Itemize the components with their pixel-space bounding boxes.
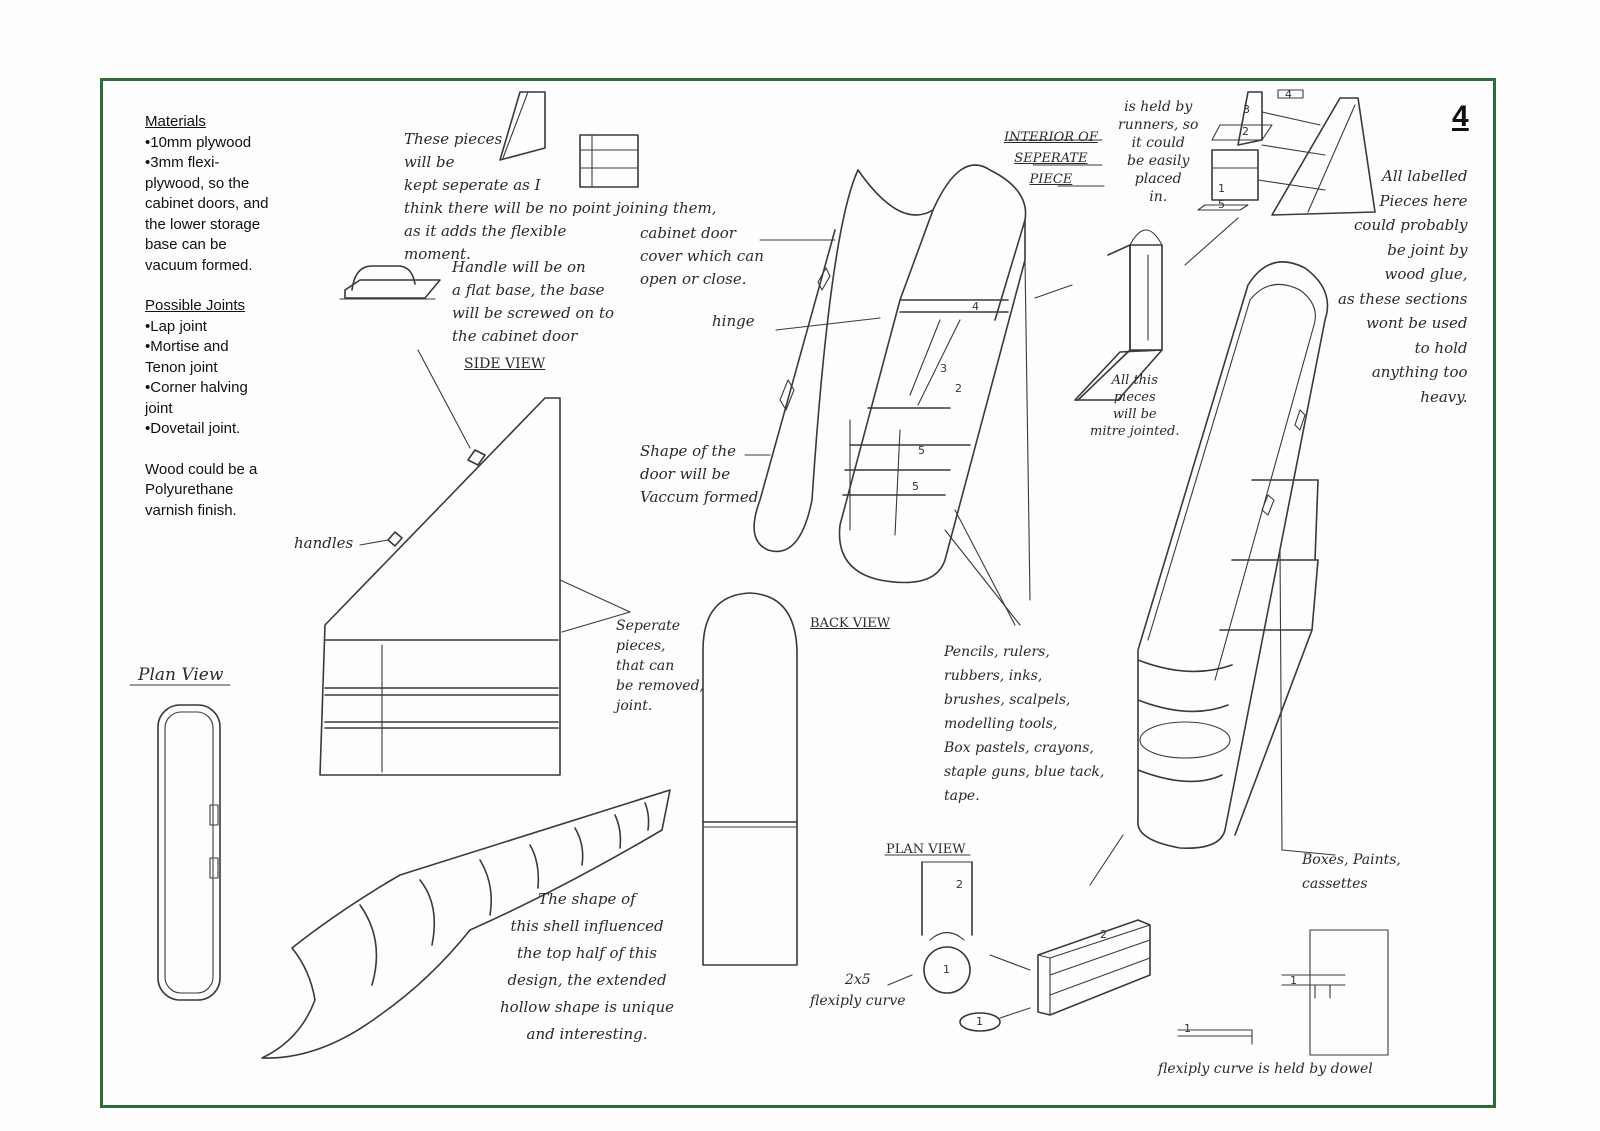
- note-dowel: flexiply curve is held by dowel: [1158, 1061, 1373, 1077]
- storage-base-sketch: 1 2: [959, 919, 1151, 1032]
- finish-note: Wood could be a Polyurethane varnish fin…: [145, 460, 258, 519]
- svg-text:3: 3: [1243, 103, 1250, 116]
- note-cabinet-door: cabinet door cover which can open or clo…: [640, 224, 764, 288]
- svg-text:5: 5: [1218, 198, 1225, 211]
- joint-item: •Mortise and Tenon joint: [145, 338, 229, 376]
- note-labelled-pieces: All labelled Pieces here could probably …: [1338, 167, 1468, 406]
- plan-view-small-sketch: 2 1: [884, 854, 973, 994]
- svg-text:1: 1: [1290, 974, 1297, 987]
- wedge-piece-sketch: [499, 91, 546, 161]
- note-door-shape: Shape of the door will be Vaccum formed: [640, 442, 759, 506]
- svg-text:4: 4: [1285, 88, 1292, 101]
- note-flexiply-curve: 2x5 flexiply curve: [810, 972, 906, 1009]
- joints-heading: Possible Joints: [145, 297, 246, 314]
- svg-text:2: 2: [956, 878, 963, 891]
- label-plan-view-small: PLAN VIEW: [886, 842, 966, 857]
- svg-text:4: 4: [972, 300, 979, 313]
- handle-sketch: [339, 265, 441, 300]
- plan-view-left-sketch: [129, 684, 231, 1001]
- materials-block: Materials •10mm plywood •3mm flexi-plywo…: [145, 112, 270, 521]
- joint-item: •Dovetail joint.: [145, 420, 241, 437]
- shelf-box-sketch: [579, 134, 639, 188]
- note-runners: is held by runners, so it could be easil…: [1118, 99, 1199, 205]
- svg-text:1: 1: [1184, 1022, 1191, 1035]
- svg-text:1: 1: [1218, 182, 1225, 195]
- interior-pieces-sketch: 3 4 2 1 5: [1007, 88, 1376, 266]
- note-shell: The shape of this shell influenced the t…: [500, 890, 674, 1043]
- materials-item: •10mm plywood: [145, 133, 252, 151]
- note-mitre: All this pieces will be mitre jointed.: [1090, 373, 1180, 439]
- svg-text:2: 2: [1100, 928, 1107, 941]
- cabinet-closed-sketch: [1089, 261, 1336, 886]
- mitre-piece-sketch: [1074, 229, 1163, 401]
- cabinet-open-sketch: 4 3 2 5 5: [744, 164, 1073, 626]
- joint-item: •Corner halving joint: [145, 379, 248, 417]
- side-view-sketch: [319, 349, 631, 776]
- materials-item: •3mm flexi-plywood, so the cabinet doors…: [145, 154, 269, 274]
- joint-item: •Lap joint: [145, 317, 207, 335]
- materials-heading: Materials: [145, 113, 206, 130]
- svg-text:1: 1: [943, 963, 950, 976]
- svg-text:2: 2: [955, 382, 962, 395]
- note-separate-pieces: These pieces will be kept seperate as I …: [404, 130, 717, 263]
- note-stationery: Pencils, rulers, rubbers, inks, brushes,…: [944, 644, 1105, 804]
- shell-image: [261, 789, 671, 1059]
- dowel-joint-sketch: 1 1: [1177, 929, 1389, 1056]
- note-handles: handles: [294, 534, 354, 552]
- svg-text:3: 3: [940, 362, 947, 375]
- note-interior: INTERIOR OF SEPERATE PIECE: [1004, 130, 1098, 187]
- note-boxes: Boxes, Paints, cassettes: [1302, 852, 1401, 892]
- svg-text:5: 5: [912, 480, 919, 493]
- page-border: [100, 78, 1496, 1108]
- label-plan-view-left: Plan View: [138, 665, 224, 685]
- back-view-sketch: [702, 592, 798, 966]
- label-back-view: BACK VIEW: [810, 616, 891, 631]
- page-number: 4: [1452, 100, 1469, 133]
- note-handle: Handle will be on a flat base, the base …: [452, 258, 614, 345]
- note-hinge: hinge: [712, 312, 755, 330]
- label-side-view: SIDE VIEW: [464, 356, 546, 372]
- svg-text:1: 1: [976, 1015, 983, 1028]
- svg-text:5: 5: [918, 444, 925, 457]
- note-removable: Seperate pieces, that can be removed, jo…: [616, 618, 704, 714]
- svg-text:2: 2: [1242, 125, 1249, 138]
